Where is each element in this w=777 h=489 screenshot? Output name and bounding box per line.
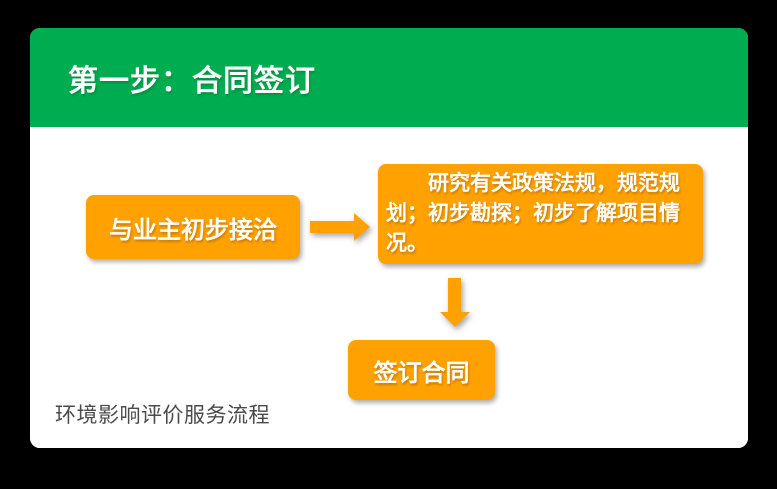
arrow-right-icon — [310, 213, 370, 241]
flow-area: 与业主初步接洽 研究有关政策法规，规范规划；初步勘探；初步了解项目情况。 签订合… — [30, 127, 748, 448]
arrow-head — [354, 213, 370, 241]
footer-caption: 环境影响评价服务流程 — [55, 404, 270, 427]
slide-header: 第一步：合同签订 — [30, 28, 748, 127]
arrow-shaft — [448, 278, 461, 314]
flow-step-research: 研究有关政策法规，规范规划；初步勘探；初步了解项目情况。 — [378, 164, 703, 264]
flow-step-label: 签订合同 — [373, 359, 470, 387]
page-title: 第一步：合同签订 — [68, 64, 316, 98]
flow-step-label: 研究有关政策法规，规范规划；初步勘探；初步了解项目情况。 — [386, 172, 680, 255]
arrow-shaft — [310, 221, 354, 233]
flow-step-initial-contact: 与业主初步接洽 — [86, 195, 300, 259]
flow-step-sign-contract: 签订合同 — [348, 340, 495, 400]
flow-step-label: 与业主初步接洽 — [109, 216, 277, 244]
arrow-down-icon — [440, 278, 470, 327]
arrow-head — [440, 312, 470, 327]
flowchart-card: 第一步：合同签订 与业主初步接洽 研究有关政策法规，规范规划；初步勘探；初步了解… — [30, 28, 748, 448]
